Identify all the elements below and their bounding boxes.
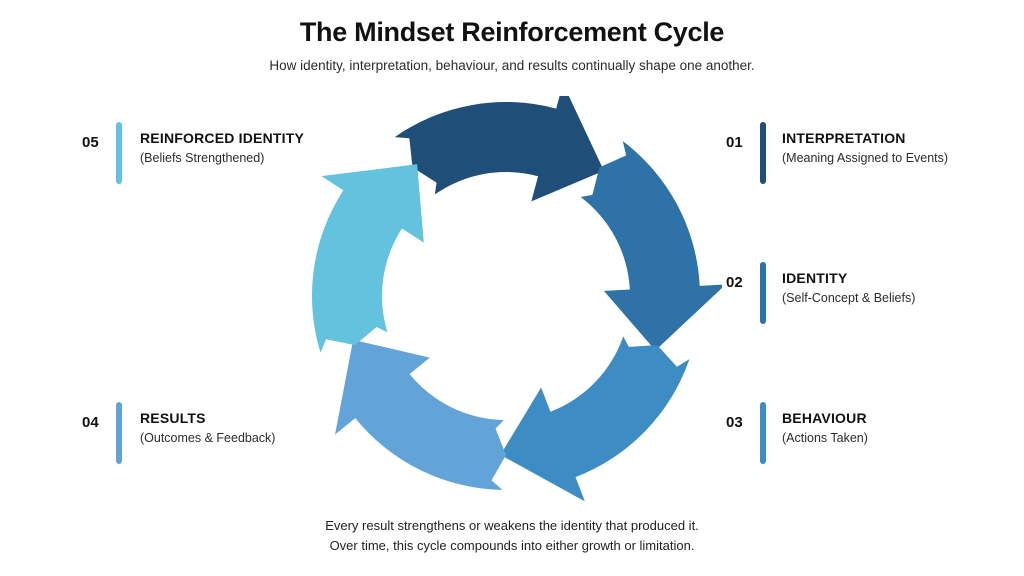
stage-text-01: INTERPRETATION (Meaning Assigned to Even…: [782, 118, 948, 166]
cycle-svg: [312, 96, 722, 502]
footer-line-2: Over time, this cycle compounds into eit…: [329, 538, 695, 554]
stage-text-03: BEHAVIOUR (Actions Taken): [782, 398, 868, 446]
stage-color-bar-03: [760, 402, 766, 464]
stage-number-04: 04: [82, 414, 99, 431]
stage-color-bar-04: [116, 402, 122, 464]
stage-number-01: 01: [726, 134, 743, 151]
footer-line-1: Every result strengthens or weakens the …: [325, 518, 699, 533]
stage-subtitle-02: (Self-Concept & Beliefs): [782, 291, 916, 306]
stage-subtitle-01: (Meaning Assigned to Events): [782, 151, 949, 166]
cycle-arrow-05[interactable]: [312, 164, 424, 353]
stage-text-05: REINFORCED IDENTITY (Beliefs Strengthene…: [140, 118, 304, 166]
cycle-arrow-03[interactable]: [500, 336, 690, 502]
stage-title-05: REINFORCED IDENTITY: [140, 130, 305, 146]
cycle-arrow-01[interactable]: [394, 96, 604, 202]
stage-title-03: BEHAVIOUR: [782, 410, 867, 426]
stage-text-04: RESULTS (Outcomes & Feedback): [140, 398, 275, 446]
stage-item-03[interactable]: 03 BEHAVIOUR (Actions Taken): [726, 398, 868, 464]
stage-number-05: 05: [82, 134, 99, 151]
stage-title-02: IDENTITY: [782, 270, 848, 286]
stage-subtitle-04: (Outcomes & Feedback): [140, 431, 276, 446]
cycle-arrow-04[interactable]: [335, 339, 506, 490]
cycle-arrow-02[interactable]: [580, 141, 722, 351]
stage-number-02: 02: [726, 274, 743, 291]
cycle-diagram: [292, 96, 722, 506]
stage-color-bar-01: [760, 122, 766, 184]
stage-subtitle-05: (Beliefs Strengthened): [140, 151, 265, 166]
stage-item-01[interactable]: 01 INTERPRETATION (Meaning Assigned to E…: [726, 118, 948, 184]
stage-item-04[interactable]: 04 RESULTS (Outcomes & Feedback): [82, 398, 275, 464]
stage-subtitle-03: (Actions Taken): [782, 431, 868, 446]
stage-item-02[interactable]: 02 IDENTITY (Self-Concept & Beliefs): [726, 258, 915, 324]
footer: Every result strengthens or weakens the …: [0, 516, 1024, 556]
stage-number-03: 03: [726, 414, 743, 431]
stage-color-bar-05: [116, 122, 122, 184]
stage-item-05[interactable]: 05 REINFORCED IDENTITY (Beliefs Strength…: [82, 118, 304, 184]
stage-title-01: INTERPRETATION: [782, 130, 906, 146]
stage-text-02: IDENTITY (Self-Concept & Beliefs): [782, 258, 915, 306]
page-subtitle: How identity, interpretation, behaviour,…: [269, 58, 755, 74]
stage-title-04: RESULTS: [140, 410, 206, 426]
stage-color-bar-02: [760, 262, 766, 324]
header: The Mindset Reinforcement Cycle How iden…: [0, 16, 1024, 75]
page-title: The Mindset Reinforcement Cycle: [299, 17, 725, 47]
